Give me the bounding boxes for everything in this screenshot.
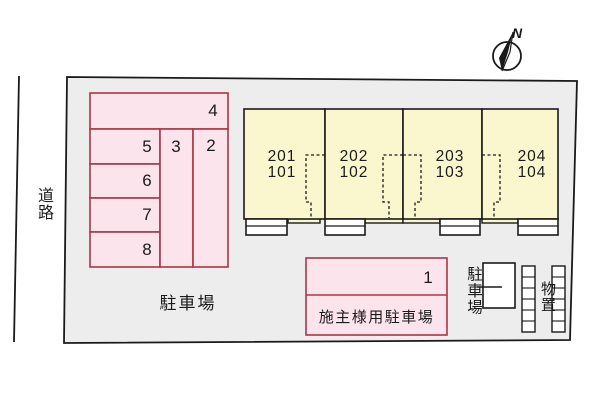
carport-rect [482,262,516,309]
unit-label-204-104: 204 104 [500,149,564,180]
parking-block [89,92,229,268]
carport-label: 駐車場 [465,266,482,316]
unit-203-103-rect [402,108,483,220]
unit-upper-number: 201 [267,148,297,165]
storage-cell-dividers [522,276,565,322]
stair-dashed-outline [305,154,325,218]
stair-dashed-outline [382,154,403,218]
porch [517,218,559,236]
parking-space-8-rect [89,231,161,268]
apartment-building [243,108,559,220]
unit-label-201-101: 201 101 [250,149,314,180]
unit-lower-number: 102 [339,163,369,181]
parking-space-8-number: 8 [142,240,152,259]
parking-lot-label: 駐車場 [159,294,217,313]
parking-space-2-number: 2 [206,136,216,155]
parking-space-4-number: 4 [208,101,218,120]
staircase-symbols [305,154,501,218]
porch [324,218,366,236]
porch [245,218,288,236]
parking-space-3-rect [159,128,194,268]
unit-label-202-102: 202 102 [322,149,386,180]
owner-parking-rect [305,257,448,336]
unit-204-104-rect [481,108,559,220]
parking-space-3-number: 3 [171,137,181,156]
unit-lower-number: 103 [435,163,465,181]
unit-upper-number: 202 [339,148,369,165]
storage-label: 物置 [539,281,556,313]
compass-icon [492,31,522,72]
unit-upper-number: 203 [435,148,465,165]
entrance-porches [245,218,559,236]
parking-space-6-number: 6 [142,171,152,190]
compass-north-label: N [512,25,523,41]
parking-space-7-number: 7 [142,205,152,224]
parking-space-5-number: 5 [142,137,152,156]
road-edge-line [13,75,20,343]
parking-space-2-rect [192,128,229,268]
road-label: 道路 [35,187,52,221]
parking-space-7-rect [89,197,161,233]
unit-upper-number: 204 [517,148,547,165]
stair-dashed-outline [482,154,501,218]
owner-parking-label: 施主様用駐車場 [318,309,435,326]
unit-label-203-103: 203 103 [418,149,482,180]
unit-lower-number: 101 [267,163,297,181]
stair-dashed-outline [403,154,422,218]
owner-parking-space-number: 1 [423,268,433,287]
porch [439,218,481,236]
parking-space-4-rect [89,92,229,130]
parking-space-6-rect [89,163,161,199]
unit-201-101-rect [243,108,326,220]
unit-lower-number: 104 [517,163,547,181]
